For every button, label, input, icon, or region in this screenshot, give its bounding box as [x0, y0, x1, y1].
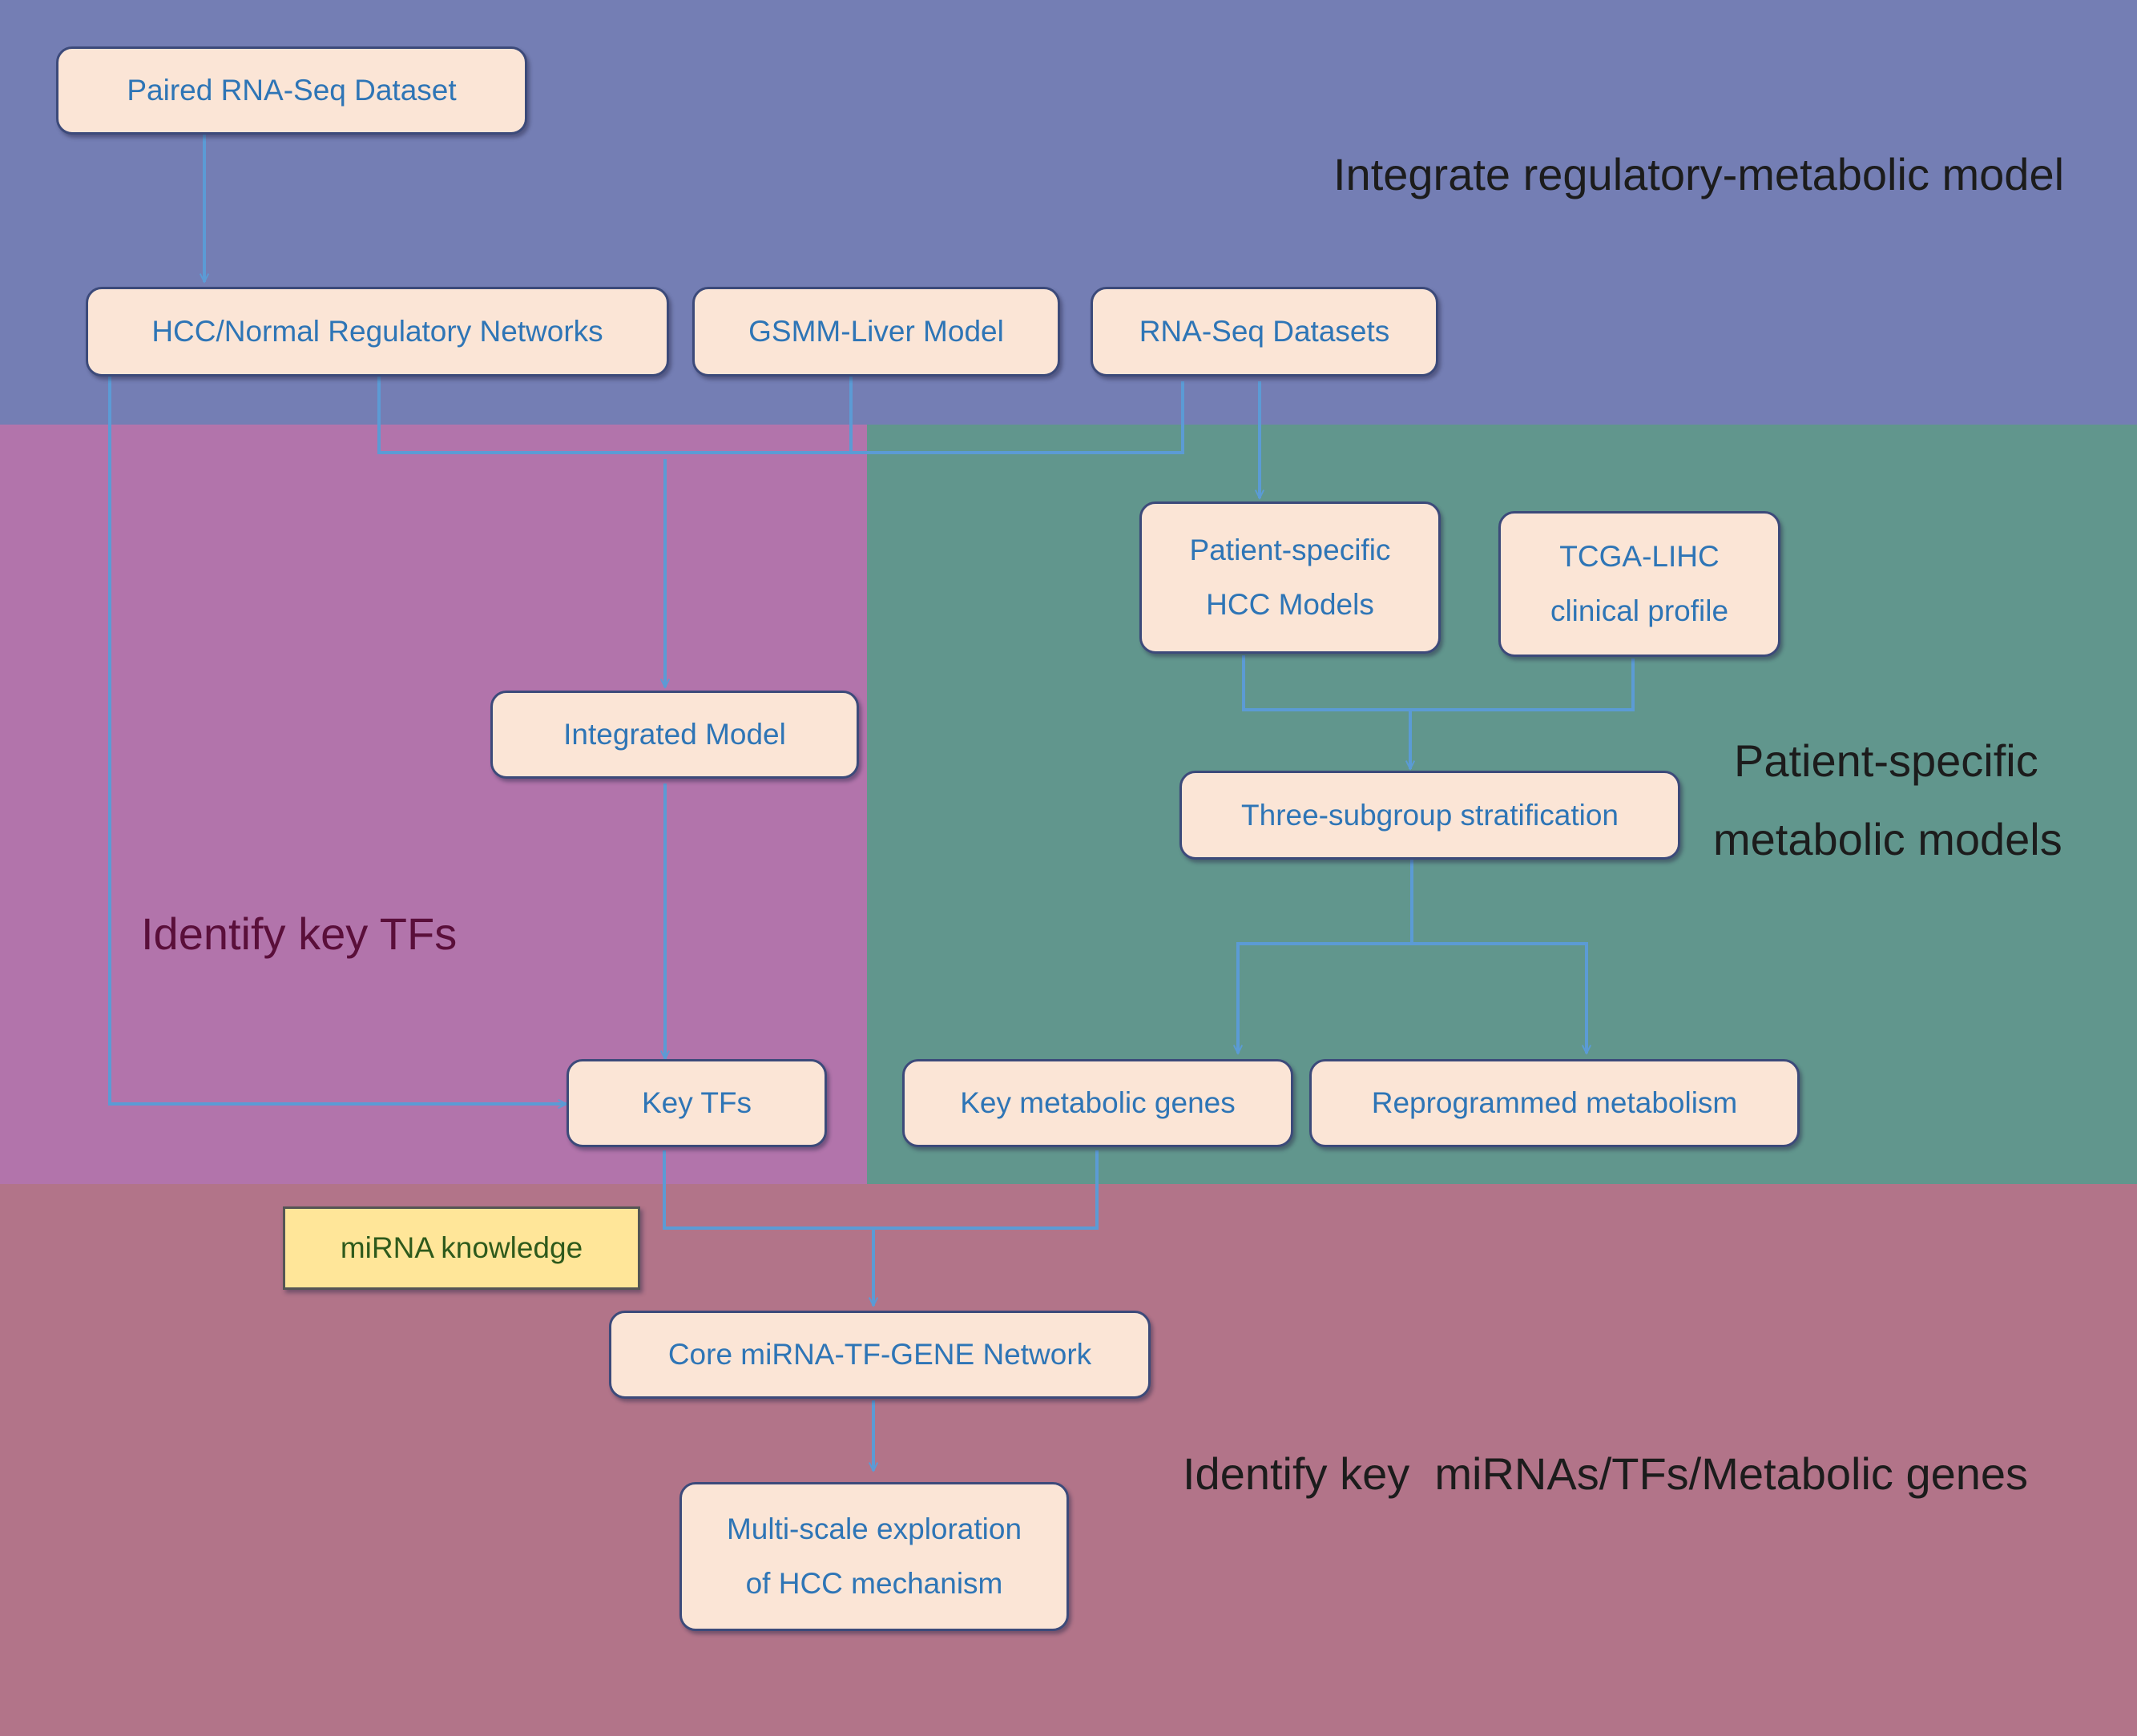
node-integrated-model: Integrated Model: [490, 691, 859, 779]
node-label-line2: HCC Models: [1206, 588, 1374, 621]
node-multiscale-exploration: Multi-scale exploration of HCC mechanism: [679, 1482, 1069, 1631]
node-label: Integrated Model: [563, 718, 786, 751]
node-label-line1: Multi-scale exploration: [726, 1512, 1022, 1545]
node-label: GSMM-Liver Model: [748, 315, 1004, 348]
node-reprogrammed-metabolism: Reprogrammed metabolism: [1309, 1059, 1800, 1147]
node-label-line1: TCGA-LIHC: [1559, 540, 1720, 573]
node-three-subgroup: Three-subgroup stratification: [1179, 771, 1680, 860]
region-label-integrate: Integrate regulatory-metabolic model: [1333, 149, 2065, 199]
node-key-metabolic-genes: Key metabolic genes: [902, 1059, 1293, 1147]
node-label: HCC/Normal Regulatory Networks: [151, 315, 603, 348]
edge-merge-patient-tcga: [1242, 655, 1635, 711]
node-tcga-lihc: TCGA-LIHC clinical profile: [1498, 511, 1780, 657]
node-mirna-knowledge: miRNA knowledge: [283, 1206, 640, 1290]
node-regulatory-networks: HCC/Normal Regulatory Networks: [86, 287, 669, 377]
node-key-tfs: Key TFs: [567, 1059, 827, 1147]
node-label: Paired RNA-Seq Dataset: [127, 74, 457, 107]
node-gsmm-liver: GSMM-Liver Model: [692, 287, 1060, 377]
node-label-line1: Patient-specific: [1189, 534, 1391, 566]
edge-merge-inputs: [377, 377, 1184, 454]
region-label-key-mirnas: Identify key miRNAs/TFs/Metabolic genes: [1183, 1448, 2029, 1499]
node-label-line2: clinical profile: [1550, 594, 1729, 627]
node-label-line2: of HCC mechanism: [745, 1567, 1003, 1600]
region-label-key-tfs: Identify key TFs: [141, 908, 458, 959]
region-identify-key-tfs: [0, 425, 867, 1184]
edge-networks-to-keytfs: [108, 377, 567, 1104]
node-paired-rnaseq: Paired RNA-Seq Dataset: [56, 46, 527, 135]
node-rnaseq-datasets: RNA-Seq Datasets: [1091, 287, 1438, 377]
node-core-network: Core miRNA-TF-GENE Network: [609, 1311, 1151, 1399]
edge-merge-tfs-genes: [663, 1150, 1099, 1230]
node-label: miRNA knowledge: [340, 1231, 583, 1264]
node-label: Reprogrammed metabolism: [1371, 1086, 1738, 1119]
node-label: Core miRNA-TF-GENE Network: [667, 1338, 1092, 1371]
node-label: RNA-Seq Datasets: [1139, 315, 1390, 348]
edge-split-branches: [1236, 942, 1588, 1051]
node-label: Key TFs: [641, 1086, 752, 1119]
region-label-patient-line2: metabolic models: [1713, 814, 2062, 864]
node-label: Key metabolic genes: [960, 1086, 1236, 1119]
node-label: Three-subgroup stratification: [1241, 798, 1619, 832]
region-label-patient-line1: Patient-specific: [1734, 735, 2038, 786]
